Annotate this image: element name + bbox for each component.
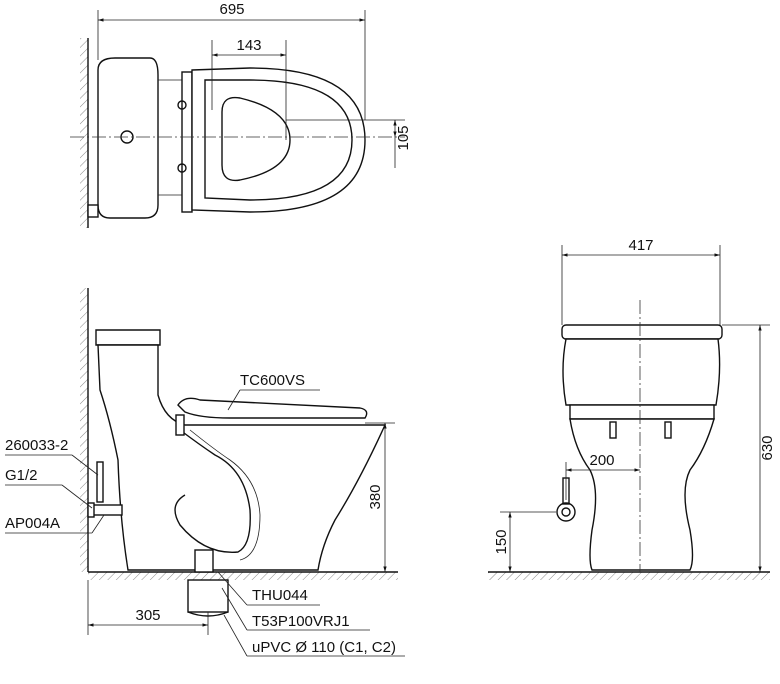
dim-height: 630 bbox=[759, 435, 776, 460]
seat-outline bbox=[191, 67, 366, 213]
flange bbox=[194, 549, 214, 573]
front-view: 417 630 200 150 bbox=[488, 237, 776, 580]
seat-front bbox=[569, 404, 715, 420]
part-angle-valve: AP004A bbox=[5, 515, 60, 532]
tank-top bbox=[97, 57, 159, 219]
side-view: TC600VS 260033-2 G1/2 AP004A THU044 T53P… bbox=[5, 288, 405, 657]
part-flange: THU044 bbox=[252, 587, 308, 604]
top-view: 695 143 105 bbox=[70, 1, 412, 228]
dim-valve-height: 150 bbox=[493, 529, 510, 554]
seat-side bbox=[177, 397, 368, 419]
part-thread: G1/2 bbox=[5, 467, 38, 484]
bowl-opening bbox=[221, 96, 291, 182]
part-drain-pipe: uPVC Ø 110 (C1, C2) bbox=[252, 639, 396, 656]
supply-hose bbox=[96, 461, 104, 503]
tank-lid-front bbox=[561, 324, 723, 340]
bowl-front bbox=[569, 418, 715, 571]
drain-pipe bbox=[187, 579, 229, 613]
dim-inner-offset: 143 bbox=[236, 37, 261, 54]
dim-center-offset: 105 bbox=[395, 125, 412, 150]
trapway bbox=[174, 429, 251, 553]
valve-front bbox=[556, 502, 576, 522]
seat-label: TC600VS bbox=[240, 372, 305, 389]
dim-valve-offset: 200 bbox=[589, 452, 614, 469]
dim-rough-in: 305 bbox=[135, 607, 160, 624]
part-outlet: T53P100VRJ1 bbox=[252, 613, 350, 630]
dim-overall-length: 695 bbox=[219, 1, 244, 18]
dim-width: 417 bbox=[628, 237, 653, 254]
tank-front bbox=[562, 338, 721, 406]
part-supply-hose: 260033-2 bbox=[5, 437, 68, 454]
wall-hatch bbox=[80, 38, 88, 228]
angle-valve bbox=[91, 504, 123, 516]
dim-seat-height: 380 bbox=[367, 484, 384, 509]
